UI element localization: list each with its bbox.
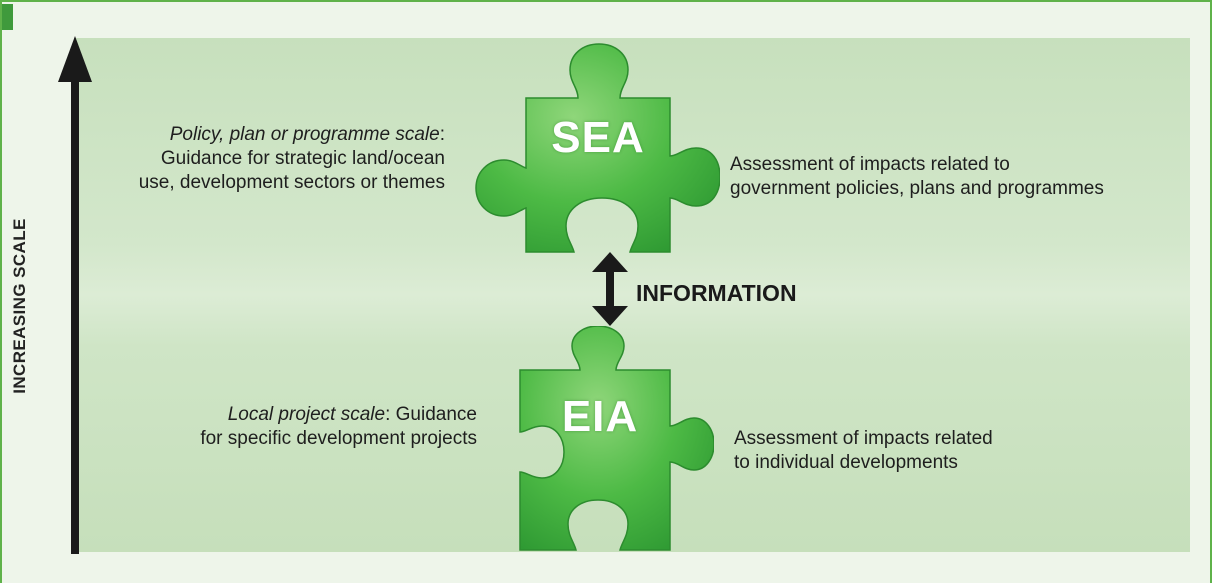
sea-right-text: Assessment of impacts related to governm… (730, 153, 1104, 201)
sea-scale-title: Policy, plan or programme scale (169, 124, 440, 145)
information-label: INFORMATION (636, 280, 797, 306)
sea-label: SEA (551, 113, 645, 162)
eia-left-line2: for specific development projects (200, 428, 477, 449)
sea-puzzle-piece (475, 43, 720, 253)
info-arrow-shaft (606, 270, 614, 308)
sea-right-line2: government policies, plans and programme… (730, 178, 1104, 199)
eia-left-text: Local project scale: Guidance for specif… (100, 403, 477, 451)
eia-puzzle-piece (519, 326, 714, 551)
axis-label: INCREASING SCALE (10, 218, 29, 394)
corner-tab (2, 4, 13, 30)
info-arrow-down-head (592, 306, 628, 326)
scale-arrow-head (58, 36, 92, 82)
information-double-arrow (592, 252, 628, 326)
eia-scale-rest: : Guidance (385, 404, 477, 425)
scale-arrow-shaft (71, 76, 79, 554)
sea-left-line1: Policy, plan or programme scale: (100, 123, 445, 147)
sea-left-text: Policy, plan or programme scale: Guidanc… (100, 123, 445, 195)
sea-right-line1: Assessment of impacts related to (730, 154, 1010, 175)
increasing-scale-arrow (58, 36, 92, 554)
eia-right-line1: Assessment of impacts related (734, 428, 993, 449)
eia-piece-shape (519, 326, 714, 551)
eia-left-line1: Local project scale: Guidance (100, 403, 477, 427)
sea-left-line2: Guidance for strategic land/ocean (160, 148, 445, 169)
sea-left-line3: use, development sectors or themes (138, 172, 445, 193)
eia-right-text: Assessment of impacts related to individ… (734, 427, 993, 475)
sea-piece-shape (475, 43, 720, 253)
eia-label: EIA (561, 392, 639, 441)
eia-scale-title: Local project scale (227, 404, 386, 425)
info-arrow-up-head (592, 252, 628, 272)
sea-scale-colon: : (439, 124, 445, 145)
eia-right-line2: to individual developments (734, 452, 958, 473)
